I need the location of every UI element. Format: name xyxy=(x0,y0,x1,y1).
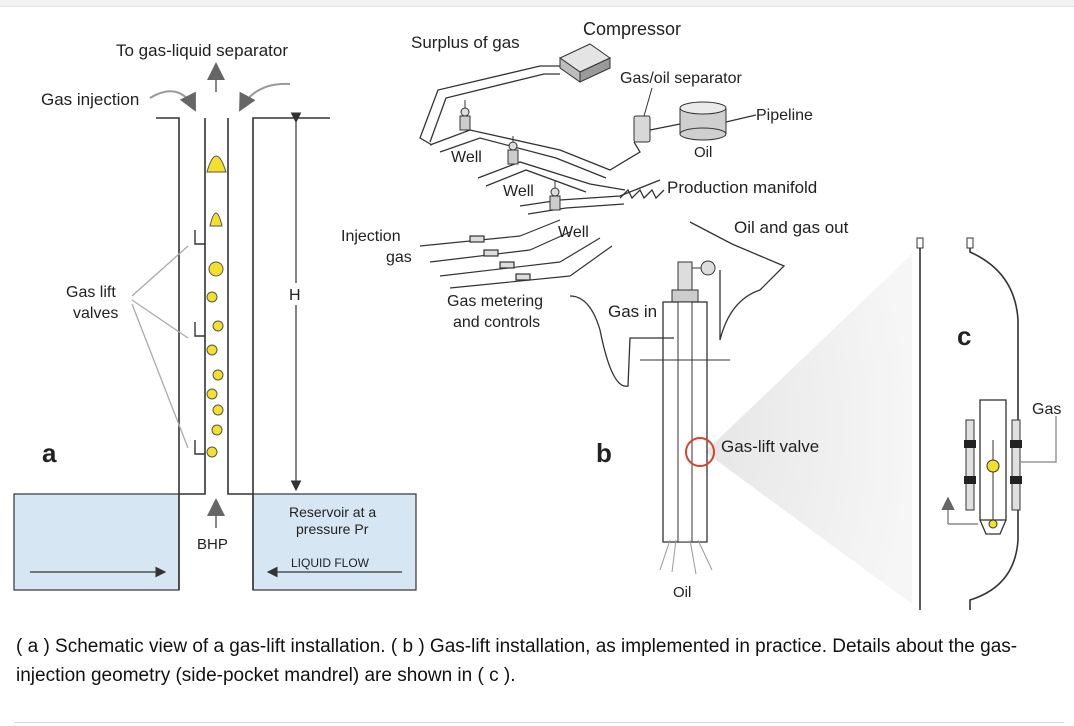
well-b xyxy=(640,260,730,575)
compressor-label: Compressor xyxy=(583,19,681,39)
panel-a-letter: a xyxy=(42,438,57,468)
gas-slug-2 xyxy=(209,212,223,227)
flow-arrow-left xyxy=(149,90,196,112)
gas-lift-valve-3 xyxy=(194,440,205,455)
gas-lift-figure: To gas-liquid separator Gas injection Ga… xyxy=(13,19,1061,610)
to-separator-label: To gas-liquid separator xyxy=(116,41,288,60)
gas-in-label: Gas in xyxy=(608,302,657,321)
top-rule xyxy=(0,0,1074,7)
bubble xyxy=(206,388,218,400)
reservoir-label-2: pressure Pr xyxy=(296,521,369,537)
gas-injection-label: Gas injection xyxy=(41,90,139,109)
flow-arrow-right xyxy=(239,82,291,112)
reservoir-label-1: Reservoir at a xyxy=(289,504,376,520)
detail-beam xyxy=(705,254,912,604)
gas-slug-1 xyxy=(206,155,227,173)
panel-c: c Gas xyxy=(916,237,1061,610)
gas-oil-separator xyxy=(633,115,651,143)
gas-lift-valve-label: Gas-lift valve xyxy=(721,437,819,456)
valves-leader xyxy=(131,245,189,449)
bubble xyxy=(208,261,224,277)
bubble xyxy=(206,344,218,356)
height-label: H xyxy=(289,287,301,304)
production-manifold xyxy=(619,188,665,200)
wellhead-3 xyxy=(549,180,561,211)
production-manifold-label: Production manifold xyxy=(667,178,817,197)
wellhead-1 xyxy=(459,100,471,131)
injection-gas-label-2: gas xyxy=(386,249,412,266)
bubble xyxy=(206,446,218,458)
oil-tank xyxy=(679,101,727,141)
bubble xyxy=(212,404,224,416)
panel-b-letter: b xyxy=(596,438,612,468)
gas-metering-label-2: and controls xyxy=(453,314,540,331)
reservoir-right xyxy=(252,493,417,591)
gas-in-line xyxy=(569,295,674,387)
oil-gas-out-line xyxy=(689,221,786,341)
gas-label-c: Gas xyxy=(1032,401,1061,418)
bubble xyxy=(212,369,224,381)
injection-gas-label-1: Injection xyxy=(341,228,401,245)
separator-label: Gas/oil separator xyxy=(620,70,743,87)
oil-gas-out-label: Oil and gas out xyxy=(734,218,849,237)
gas-lift-valve-1 xyxy=(194,230,205,245)
panel-b: Compressor Surplus of gas Gas/oil separa… xyxy=(341,19,912,604)
well-label-3: Well xyxy=(558,224,589,241)
figure-caption: ( a ) Schematic view of a gas-lift insta… xyxy=(16,636,1018,686)
well-label-1: Well xyxy=(451,149,482,166)
panel-a: To gas-liquid separator Gas injection Ga… xyxy=(13,41,417,591)
gas-lift-valve-highlight xyxy=(685,437,715,467)
bhp-label: BHP xyxy=(197,536,228,553)
gas-metering-manifold xyxy=(419,219,613,289)
panel-c-letter: c xyxy=(957,321,971,351)
production-lines xyxy=(429,129,661,207)
gas-lift-valves-label-2: valves xyxy=(73,305,118,322)
pipeline-line xyxy=(725,114,757,123)
well-label-2: Well xyxy=(503,183,534,200)
bubble xyxy=(206,291,218,303)
valve-ball-lower xyxy=(988,519,998,529)
oil-tank-label: Oil xyxy=(694,144,712,161)
casing-outer xyxy=(156,117,330,590)
bubble xyxy=(212,320,224,332)
surplus-gas-label: Surplus of gas xyxy=(411,33,520,52)
liquid-flow-label: LIQUID FLOW xyxy=(291,556,370,570)
valve-ball xyxy=(986,459,1000,473)
gas-metering-label-1: Gas metering xyxy=(447,293,543,310)
pipeline-label: Pipeline xyxy=(756,107,813,124)
bottom-rule xyxy=(14,722,1064,723)
reservoir-left xyxy=(13,493,180,591)
surplus-gas-line xyxy=(419,65,560,146)
gas-lift-valves-label-1: Gas lift xyxy=(66,284,116,301)
gas-path xyxy=(1020,416,1057,463)
oil-bottom-label: Oil xyxy=(673,584,691,601)
compressor xyxy=(559,43,611,83)
bubble xyxy=(211,424,223,436)
tubing xyxy=(179,118,253,495)
gas-lift-valve-2 xyxy=(194,322,205,337)
wellhead-2 xyxy=(507,136,519,165)
